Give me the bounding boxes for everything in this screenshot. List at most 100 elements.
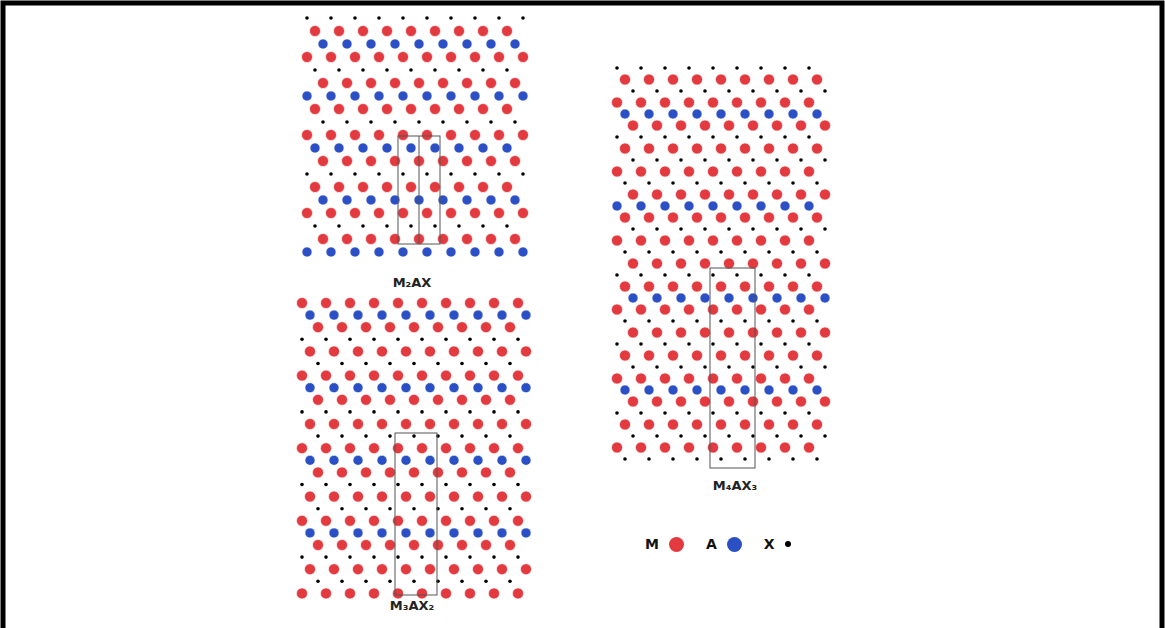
atom (340, 580, 344, 584)
atom (460, 434, 464, 438)
atom (345, 120, 349, 124)
unit-cell (398, 136, 440, 244)
atom (692, 74, 703, 85)
atom (372, 410, 376, 414)
atom (334, 104, 345, 115)
atom (337, 224, 341, 228)
atom (441, 443, 452, 454)
atom (518, 247, 528, 257)
atom (342, 234, 353, 245)
atom (420, 483, 424, 487)
atom (358, 143, 368, 153)
atom (300, 483, 304, 487)
atom (719, 250, 723, 254)
atom (732, 442, 743, 453)
atom (457, 68, 461, 72)
atom (396, 483, 400, 487)
atom (302, 130, 313, 141)
atom (457, 224, 461, 228)
atom (505, 224, 509, 228)
atom (441, 370, 452, 381)
atom (414, 39, 424, 49)
atom (679, 89, 683, 93)
atom (449, 455, 459, 465)
atom (703, 434, 707, 438)
atom (518, 130, 529, 141)
atom (481, 68, 485, 72)
atom (623, 250, 627, 254)
atom (692, 212, 703, 223)
atom (478, 104, 489, 115)
atom (388, 362, 392, 366)
atom (767, 181, 771, 185)
atom (695, 319, 699, 323)
atom (300, 555, 304, 559)
atom (454, 143, 464, 153)
atom (748, 396, 759, 407)
atom (759, 273, 763, 277)
atom (780, 201, 790, 211)
atom (422, 247, 432, 257)
atom (676, 327, 687, 338)
atom (748, 293, 758, 303)
atom (636, 442, 647, 453)
atom (756, 442, 767, 453)
atom (382, 104, 393, 115)
atom (329, 528, 339, 538)
atom (393, 443, 404, 454)
atom (313, 540, 324, 551)
atom (377, 528, 387, 538)
atom (767, 457, 771, 461)
atom (300, 338, 304, 342)
atom (620, 281, 631, 292)
atom (716, 350, 727, 361)
atom (492, 410, 496, 414)
atom (788, 74, 799, 85)
atom (388, 507, 392, 511)
atom (652, 120, 663, 131)
atom (724, 189, 735, 200)
atom (636, 201, 646, 211)
atom (788, 385, 798, 395)
atom (401, 528, 411, 538)
atom (449, 16, 453, 20)
atom (364, 580, 368, 584)
atom (505, 394, 516, 405)
atom (321, 588, 332, 599)
atom (417, 588, 428, 599)
atom (716, 212, 727, 223)
atom (460, 507, 464, 511)
atom (510, 39, 520, 49)
atom (396, 555, 400, 559)
atom (660, 373, 671, 384)
atom (812, 143, 823, 154)
atom (489, 298, 500, 309)
atom (465, 298, 476, 309)
atom (505, 322, 516, 333)
atom (337, 394, 348, 405)
atom (620, 212, 631, 223)
atom (518, 208, 529, 219)
atom (700, 189, 711, 200)
atom (438, 156, 449, 167)
atom (494, 52, 505, 63)
atom (473, 172, 477, 176)
atom (502, 104, 513, 115)
atom (628, 327, 639, 338)
atom (743, 181, 747, 185)
atom (663, 342, 667, 346)
atom (812, 350, 823, 361)
atom (438, 78, 449, 89)
atom (639, 135, 643, 139)
atom (684, 166, 695, 177)
atom (780, 304, 791, 315)
atom (406, 104, 417, 115)
atom (297, 298, 308, 309)
atom (788, 419, 799, 430)
atom (478, 143, 488, 153)
atom (724, 396, 735, 407)
atom (441, 515, 452, 526)
atom (334, 26, 345, 37)
atom (516, 338, 520, 342)
atom (764, 350, 775, 361)
